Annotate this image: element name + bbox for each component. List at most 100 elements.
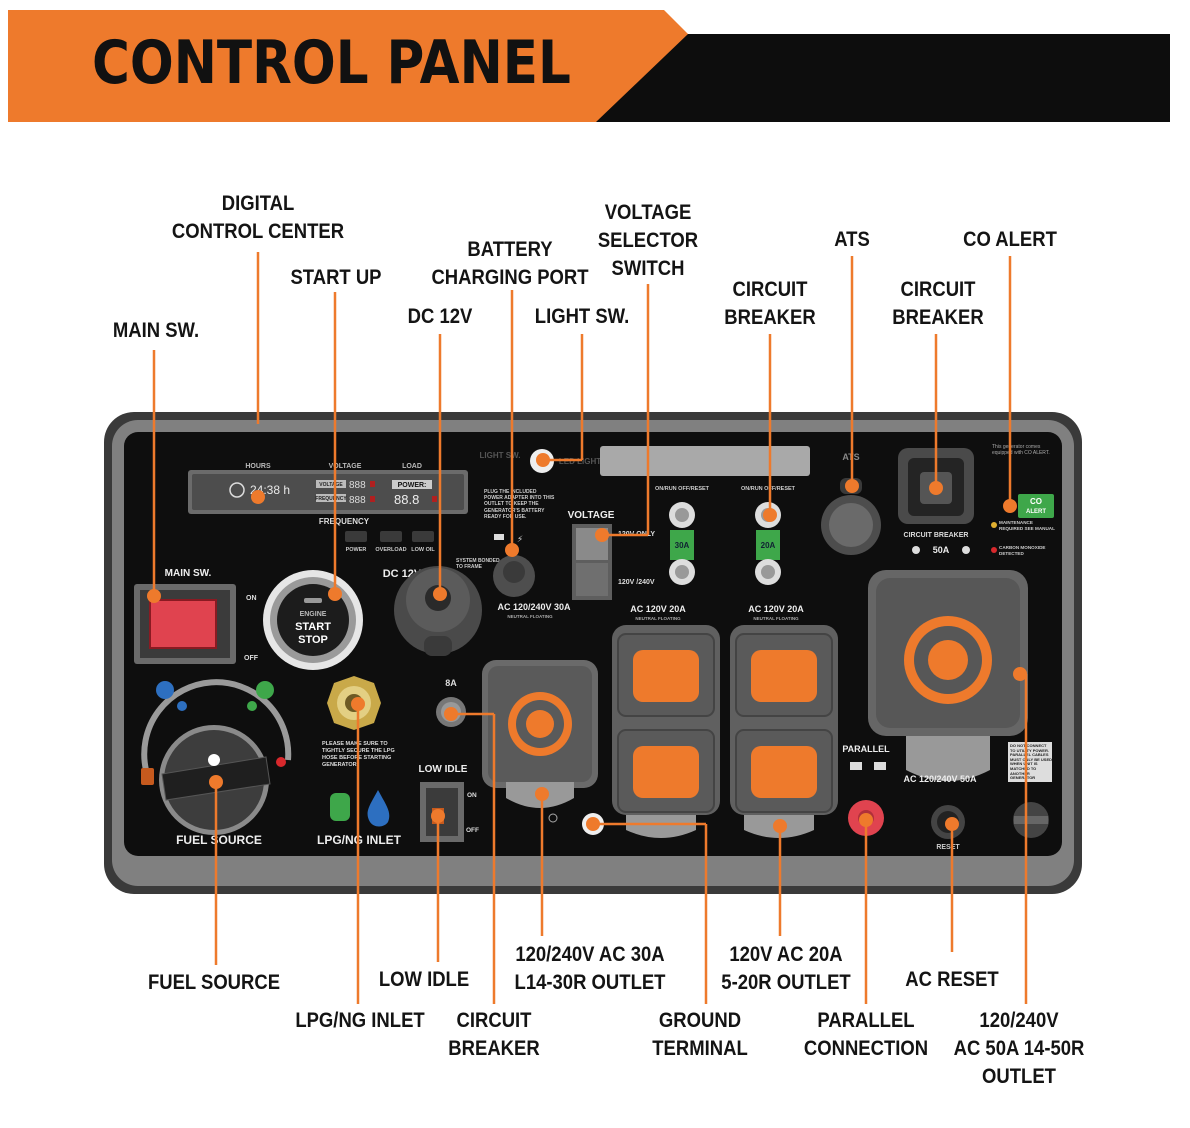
gasoline-icon xyxy=(156,681,174,699)
display-frequency-label: FREQUENCY xyxy=(319,517,370,526)
breaker-50a-rating: 50A xyxy=(933,545,950,555)
breaker-50a-label: CIRCUIT BREAKER xyxy=(904,532,969,539)
fuel-can-icon xyxy=(141,768,154,785)
reset-label: RESET xyxy=(936,844,960,851)
co-warning-text: This generator comes equipped with CO AL… xyxy=(992,444,1050,456)
outlet-20a-1-label: AC 120V 20A xyxy=(630,604,686,614)
neutral-floating-3: NEUTRAL FLOATING xyxy=(753,616,799,621)
display-power-label: POWER: xyxy=(398,482,427,489)
parallel-icon-a xyxy=(850,762,862,770)
indicator-low-oil: LOW OIL xyxy=(411,547,435,553)
led-light-label: LED LIGHT xyxy=(559,457,601,466)
battery-note: PLUG THE INCLUDED POWER ADAPTER INTO THI… xyxy=(484,489,555,520)
callout-co-alert: CO ALERT xyxy=(963,228,1057,251)
start-line-3: STOP xyxy=(298,634,328,646)
l14-30r-outlet-unit[interactable] xyxy=(482,660,598,808)
breaker-top-text-2: ON/RUN OFF/RESET xyxy=(741,486,796,492)
dc-12v-outlet[interactable]: DC 12V SYSTEM BONDED TO FRAME 8A xyxy=(383,558,500,727)
low-idle-off: OFF xyxy=(466,827,479,834)
outlet-l14-30-label: AC 120/240V 30A xyxy=(497,602,571,612)
indicator-overload: OVERLOAD xyxy=(375,547,406,553)
page-title: CONTROL PANEL xyxy=(92,28,571,98)
voltage-opt-2: 120V /240V xyxy=(618,579,655,586)
main-switch-on: ON xyxy=(246,595,257,602)
display-hours-label: HOURS xyxy=(245,463,271,470)
display-frequency-reading: 888 xyxy=(349,495,366,506)
callout-ac-reset: AC RESET xyxy=(905,968,999,991)
natural-gas-flame-icon xyxy=(367,790,390,827)
parallel-warning-sticker xyxy=(1008,742,1052,782)
start-line-1: ENGINE xyxy=(300,611,327,618)
callout-dc-12v: DC 12V xyxy=(407,305,473,328)
start-line-2: START xyxy=(295,621,331,633)
main-switch-label: MAIN SW. xyxy=(165,568,212,579)
5-20r-outlet-pair-1[interactable] xyxy=(612,625,720,815)
co-alert-module: This generator comes equipped with CO AL… xyxy=(991,444,1055,556)
co-maintenance: MAINTENANCE REQUIRED SEE MANUAL xyxy=(999,520,1055,531)
callout-ats: ATS xyxy=(834,228,870,251)
callout-fuel-source: FUEL SOURCE xyxy=(147,971,281,994)
breaker-50a[interactable]: CIRCUIT BREAKER 50A xyxy=(898,448,974,555)
label-plate xyxy=(600,446,810,476)
voltage-switch-title: VOLTAGE xyxy=(568,510,615,521)
parallel-warning-text: DO NOT CONNECT TO UTILITY POWER. PARALLE… xyxy=(1010,744,1052,781)
outlet-50a-label: AC 120/240V 50A xyxy=(903,774,977,784)
display-voltage-label: VOLTAGE xyxy=(329,463,362,470)
banner-accent xyxy=(8,10,688,122)
breakers-20a-30a[interactable]: ON/RUN OFF/RESET ON/RUN OFF/RESET 30A 20… xyxy=(655,486,796,585)
ground-symbol-icon xyxy=(548,813,558,823)
engine-start-stop-button[interactable]: ENGINE START STOP xyxy=(263,570,363,670)
header-banner: CONTROL PANEL xyxy=(0,0,1190,130)
display-frequency-box: FREQUENCY xyxy=(315,496,347,502)
5-20r-outlet-pair-2[interactable] xyxy=(730,625,838,815)
low-idle-on: ON xyxy=(467,792,477,799)
breaker-top-text-1: ON/RUN OFF/RESET xyxy=(655,486,710,492)
display-voltage-reading: 888 xyxy=(349,480,366,491)
battery-icon xyxy=(494,534,504,540)
clock-icon xyxy=(229,482,245,498)
indicator-lights: POWER OVERLOAD LOW OIL xyxy=(345,531,435,553)
neutral-floating-2: NEUTRAL FLOATING xyxy=(635,616,681,621)
callout-dots xyxy=(147,453,1027,833)
co-badge-1: CO xyxy=(1030,497,1042,506)
dc-note: SYSTEM BONDED TO FRAME xyxy=(456,558,500,570)
callout-light-sw: LIGHT SW. xyxy=(534,305,630,328)
neutral-floating-1: NEUTRAL FLOATING xyxy=(507,614,553,619)
propane-tank-icon xyxy=(330,793,350,821)
fuel-source-text: FUEL SOURCE xyxy=(176,833,262,847)
breaker-20a-rating: 20A xyxy=(761,541,776,550)
display-load-label: LOAD xyxy=(402,463,422,470)
low-idle-title: LOW IDLE xyxy=(419,764,468,775)
outlet-20a-2-label: AC 120V 20A xyxy=(748,604,804,614)
lpg-label: LPG/NG INLET xyxy=(317,833,402,847)
indicator-power: POWER xyxy=(346,547,367,553)
battery-plug-icon: ⚡ xyxy=(517,534,523,544)
breaker-30a-rating: 30A xyxy=(675,541,690,550)
callout-main-sw: MAIN SW. xyxy=(112,319,200,342)
display-voltage-box: VOLTAGE xyxy=(319,482,343,488)
callout-start-up: START UP xyxy=(290,266,382,289)
14-50r-outlet-unit[interactable]: AC 120/240V 50A xyxy=(868,570,1028,784)
callout-lpg-ng-inlet: LPG/NG INLET xyxy=(295,1009,425,1032)
display-power-value: 88.8 xyxy=(394,492,419,507)
propane-icon xyxy=(256,681,274,699)
callout-leader-lines xyxy=(152,252,1028,1004)
banner-shapes xyxy=(8,10,1170,122)
co-detected: CARBON MONOXIDE DETECTED xyxy=(999,545,1046,556)
lpg-note: PLEASE MAKE SURE TO TIGHTLY SECURE THE L… xyxy=(322,741,395,768)
parallel-label: PARALLEL xyxy=(842,744,890,754)
dc-breaker-rating: 8A xyxy=(445,678,457,688)
parallel-icon-b xyxy=(874,762,886,770)
